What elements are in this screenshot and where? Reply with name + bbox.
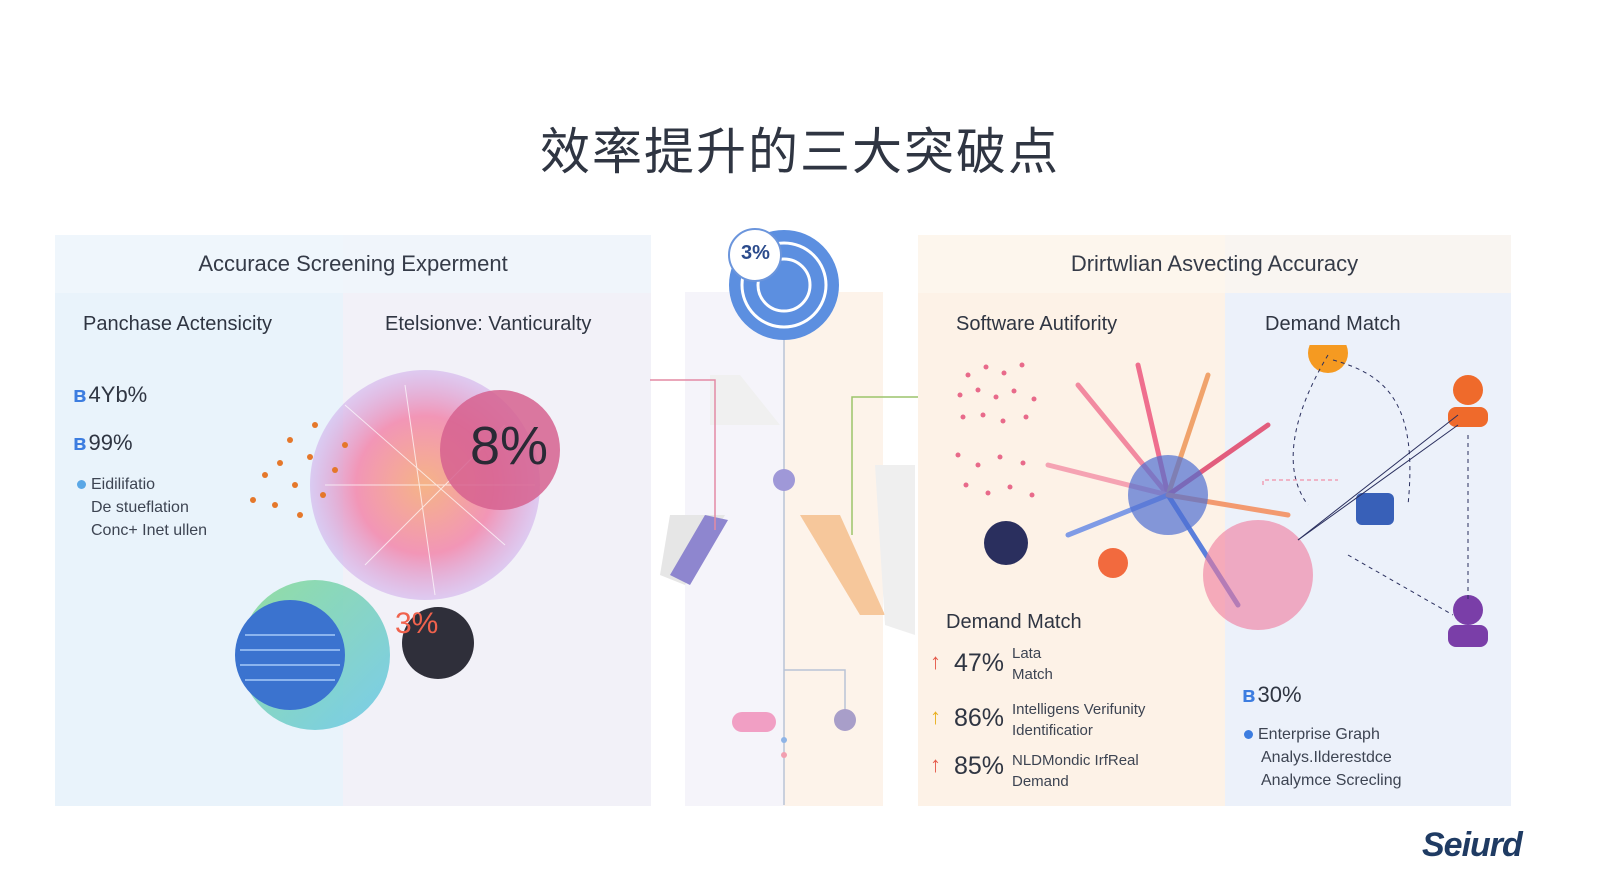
left-note: Eidilifatio De stueflation Conc+ Inet ul… — [77, 473, 207, 542]
left-col1-title: Panchase Actensicity — [83, 313, 272, 335]
left-stat-1: ʙ4Yb% — [73, 382, 148, 407]
trend-up-icon: ↑ — [930, 704, 941, 729]
metric-1-label: Lata Match — [1012, 645, 1053, 683]
chart-icon: ʙ — [73, 430, 87, 455]
left-panel-header: Accurace Screening Experment — [55, 235, 651, 293]
right-panel-header: Drirtwlian Asvecting Accuracy — [918, 235, 1511, 293]
metric-1-value: 47% — [954, 649, 1005, 677]
chart-icon: ʙ — [73, 382, 87, 407]
bullet-icon — [1244, 730, 1253, 740]
trend-up-icon: ↑ — [930, 752, 941, 777]
page-title: 效率提升的三大突破点 — [540, 123, 1060, 181]
right-stat: ʙ30% — [1242, 682, 1302, 707]
center-connector — [650, 228, 920, 805]
right-section-title: Demand Match — [946, 611, 1082, 633]
brand-logo: Seiurd — [1422, 826, 1523, 864]
trend-up-icon: ↑ — [930, 649, 941, 674]
burst-illustration — [955, 345, 1488, 647]
metric-2-label: Intelligens Verifunity Identificatior — [1012, 701, 1146, 739]
metric-3-label: NLDMondic IrfReal Demand — [1012, 752, 1139, 790]
bubble-small-value: 3% — [395, 607, 439, 640]
right-col1-title: Software Autifority — [956, 313, 1118, 335]
left-col2-title: Etelsionve: Vanticuralty — [385, 313, 592, 335]
network-illustration — [235, 370, 560, 730]
chart-icon: ʙ — [1242, 682, 1256, 707]
bullet-icon — [77, 480, 86, 490]
metric-2-value: 86% — [954, 704, 1005, 732]
right-note: Enterprise Graph Analys.Ilderestdce Anal… — [1244, 723, 1402, 792]
left-panel: Accurace Screening Experment Panchase Ac… — [55, 235, 651, 806]
center-badge: 3% — [741, 242, 770, 264]
bubble-big-value: 8% — [470, 416, 549, 476]
right-col2-title: Demand Match — [1265, 313, 1401, 335]
left-stat-2: ʙ99% — [73, 430, 133, 455]
metric-3-value: 85% — [954, 752, 1005, 780]
right-panel: Drirtwlian Asvecting Accuracy Software A… — [918, 235, 1511, 806]
